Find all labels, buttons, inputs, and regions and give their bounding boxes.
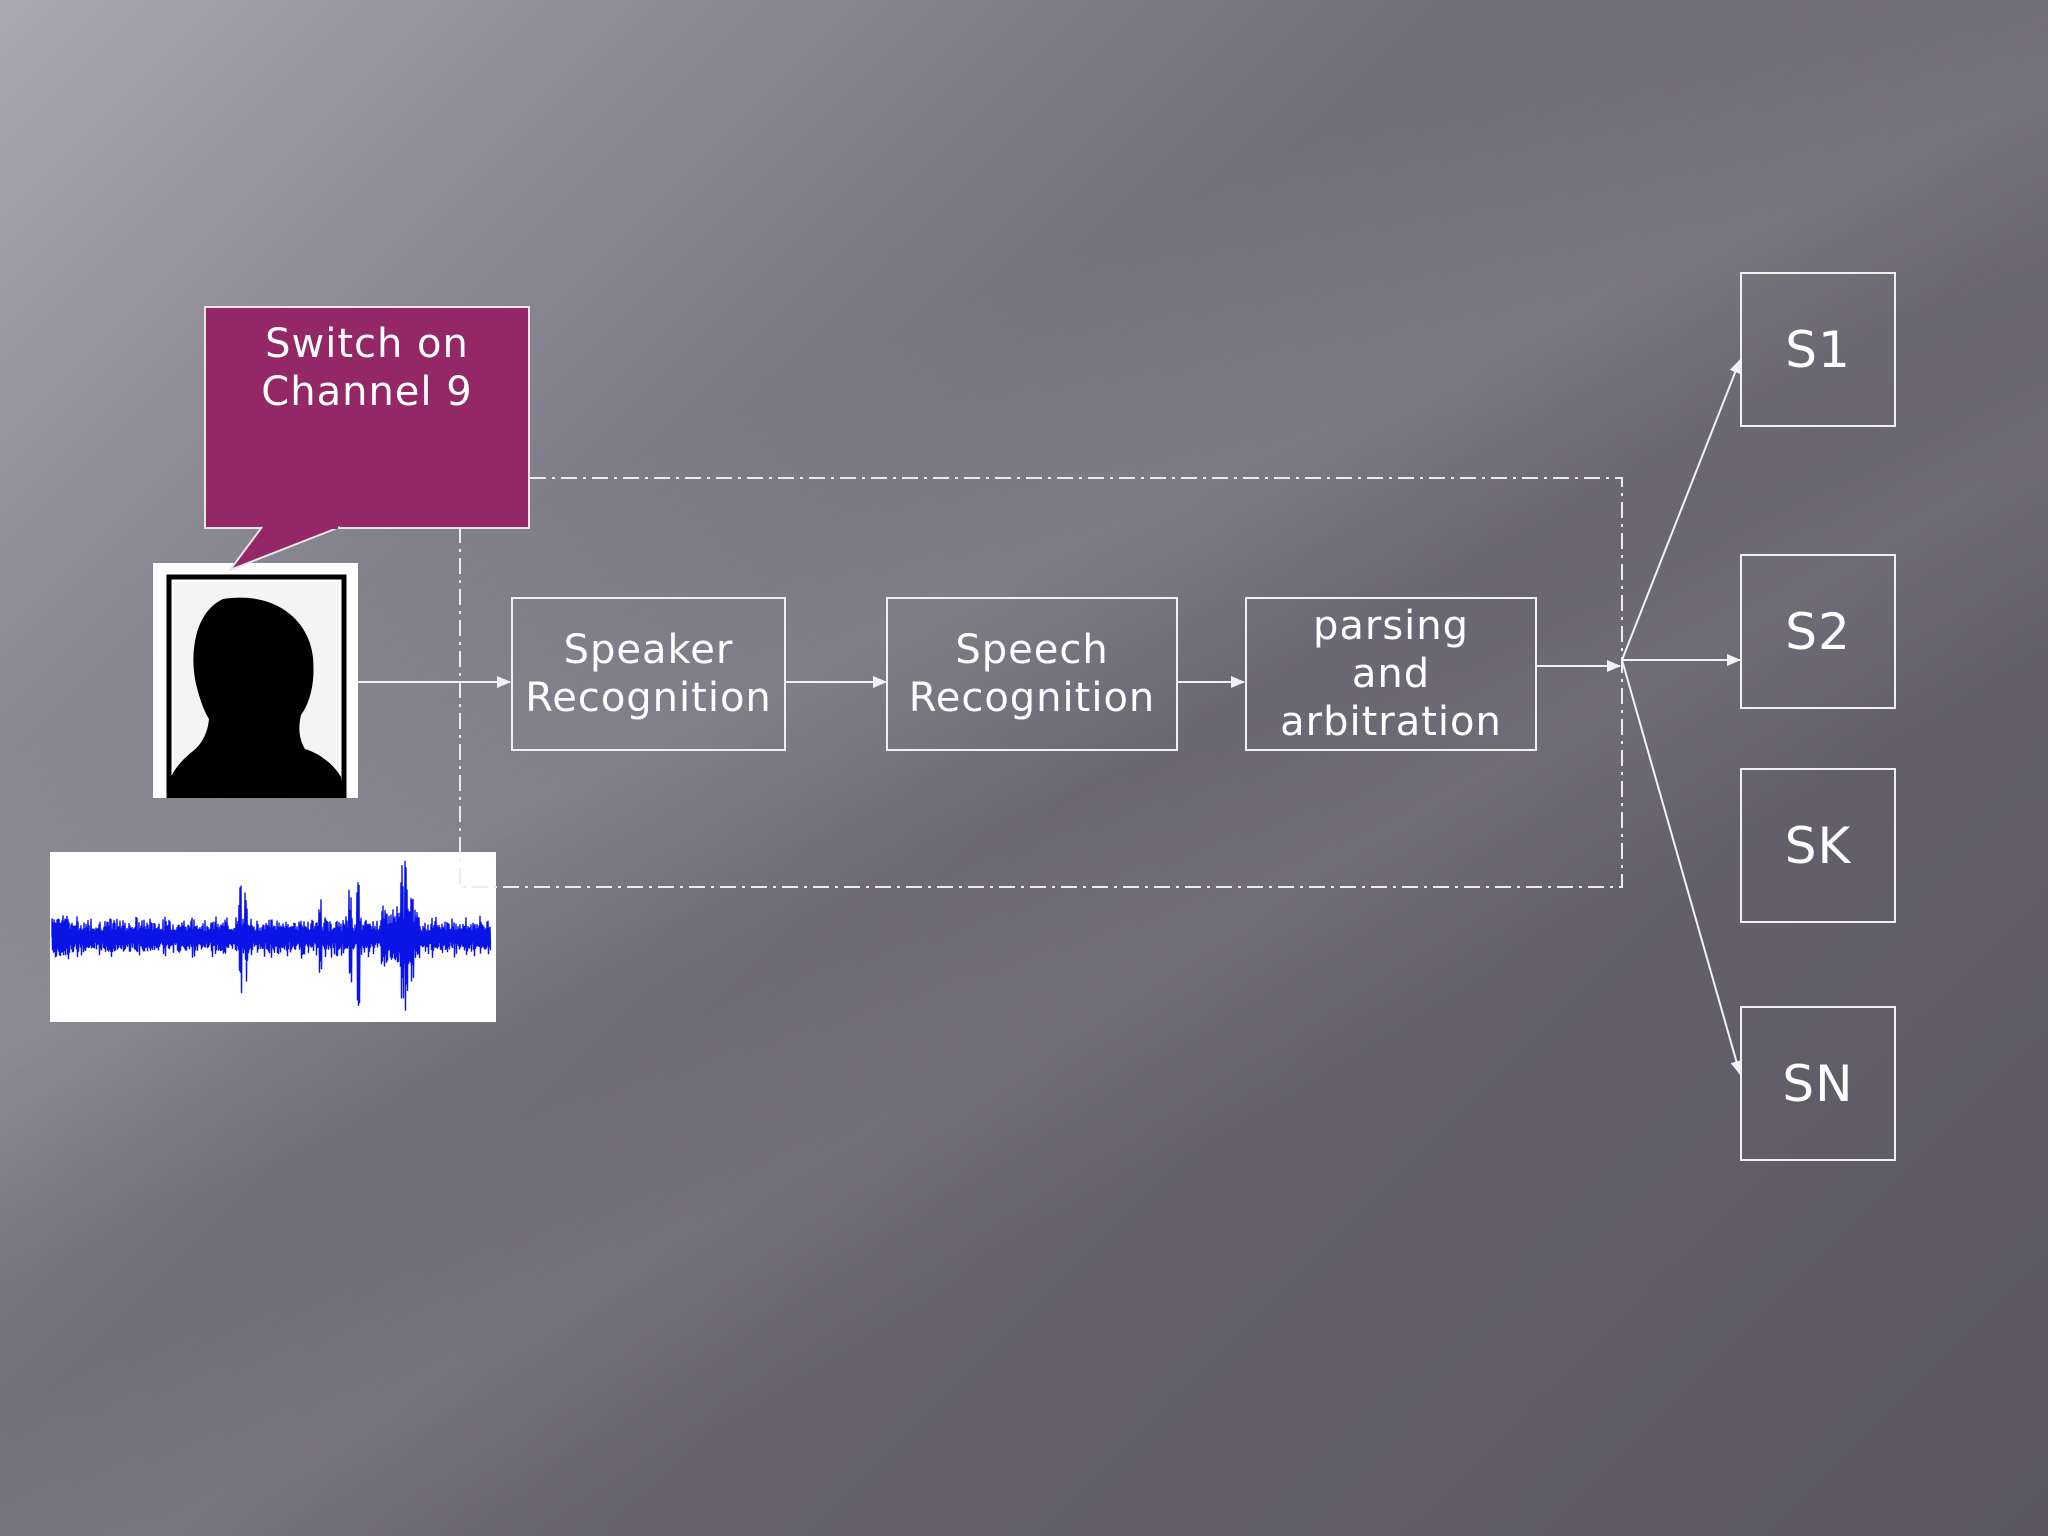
output-box-s1: S1 [1740,272,1896,427]
output-label-s2: S2 [1785,602,1851,661]
speech-box-line-1: Speech [955,627,1109,673]
callout-line-1: Switch on [265,321,469,367]
speech-recognition-box: Speech Recognition [886,597,1178,751]
arrow-to-s1 [1621,359,1741,661]
parsing-arbitration-box: parsing and arbitration [1245,597,1537,751]
output-box-s2: S2 [1740,554,1896,709]
callout-line-2: Channel 9 [261,369,473,415]
parsing-box-line-3: arbitration [1280,699,1502,745]
output-box-sn: SN [1740,1006,1896,1161]
output-label-s1: S1 [1785,320,1851,379]
audio-waveform-icon [50,852,496,1022]
person-silhouette-icon [153,563,358,799]
speaker-recognition-box: Speaker Recognition [511,597,786,751]
processing-frame [459,477,1623,888]
speech-bubble: Switch on Channel 9 [204,306,530,529]
speaker-box-line-1: Speaker [563,627,734,673]
parsing-box-line-1: parsing [1312,603,1470,649]
speaker-box-line-2: Recognition [525,675,772,721]
parsing-box-line-2: and [1351,651,1431,697]
output-label-sk: SK [1784,816,1852,875]
speech-box-line-2: Recognition [908,675,1156,721]
output-label-sn: SN [1782,1054,1854,1113]
arrow-to-sn [1621,659,1743,1075]
output-box-sk: SK [1740,768,1896,923]
